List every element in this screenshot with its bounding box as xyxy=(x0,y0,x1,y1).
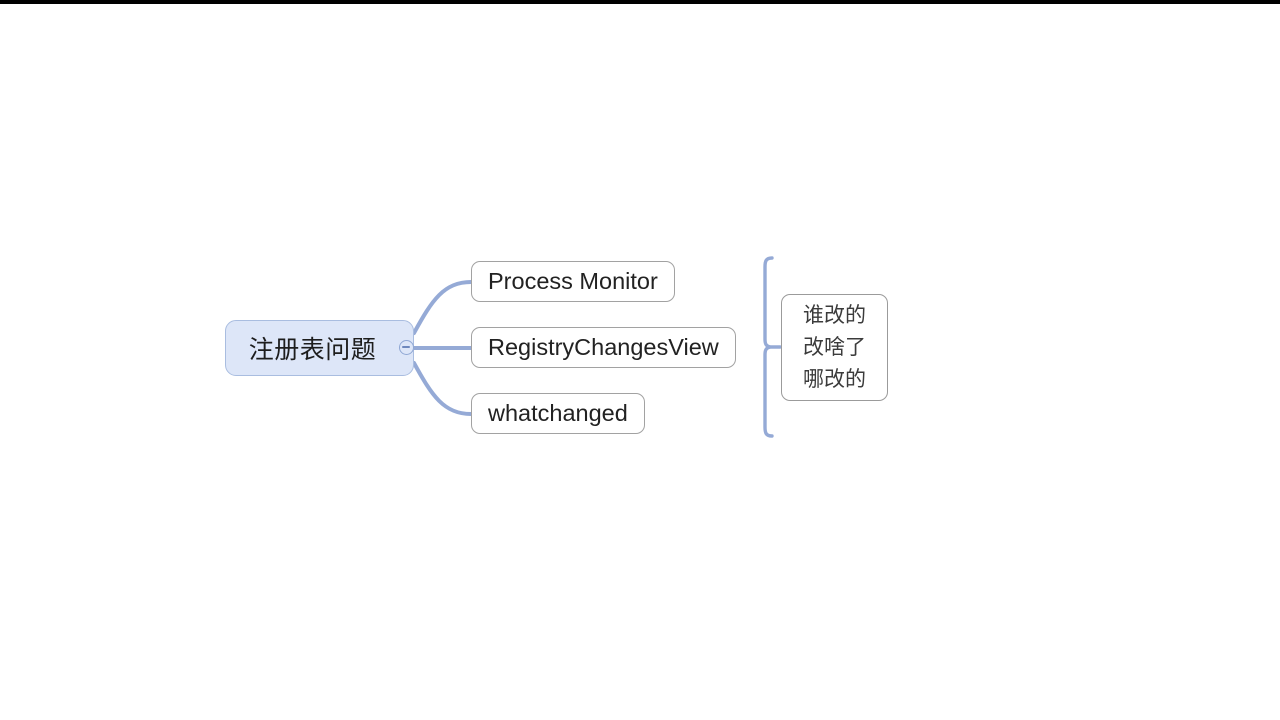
connector-root-to-child-2 xyxy=(412,361,473,416)
child-node-label: Process Monitor xyxy=(488,268,658,294)
child-node-whatchanged[interactable]: whatchanged xyxy=(471,393,645,434)
child-node-registrychangesview[interactable]: RegistryChangesView xyxy=(471,327,736,368)
root-node-label: 注册表问题 xyxy=(248,336,377,364)
root-node[interactable]: 注册表问题 xyxy=(225,320,414,376)
child-node-label: whatchanged xyxy=(488,400,628,426)
annotation-box[interactable]: 谁改的 改啥了 哪改的 xyxy=(781,294,888,401)
child-node-process-monitor[interactable]: Process Monitor xyxy=(471,261,675,302)
top-black-bar xyxy=(0,0,1280,4)
annotation-line: 哪改的 xyxy=(803,368,866,391)
connector-root-to-child-0 xyxy=(412,280,473,335)
grouping-bracket xyxy=(763,256,774,438)
annotation-line: 改啥了 xyxy=(803,336,866,359)
minus-glyph xyxy=(402,346,410,348)
annotation-line: 谁改的 xyxy=(803,304,866,327)
child-node-label: RegistryChangesView xyxy=(488,334,719,360)
collapse-toggle-icon[interactable] xyxy=(399,340,414,355)
